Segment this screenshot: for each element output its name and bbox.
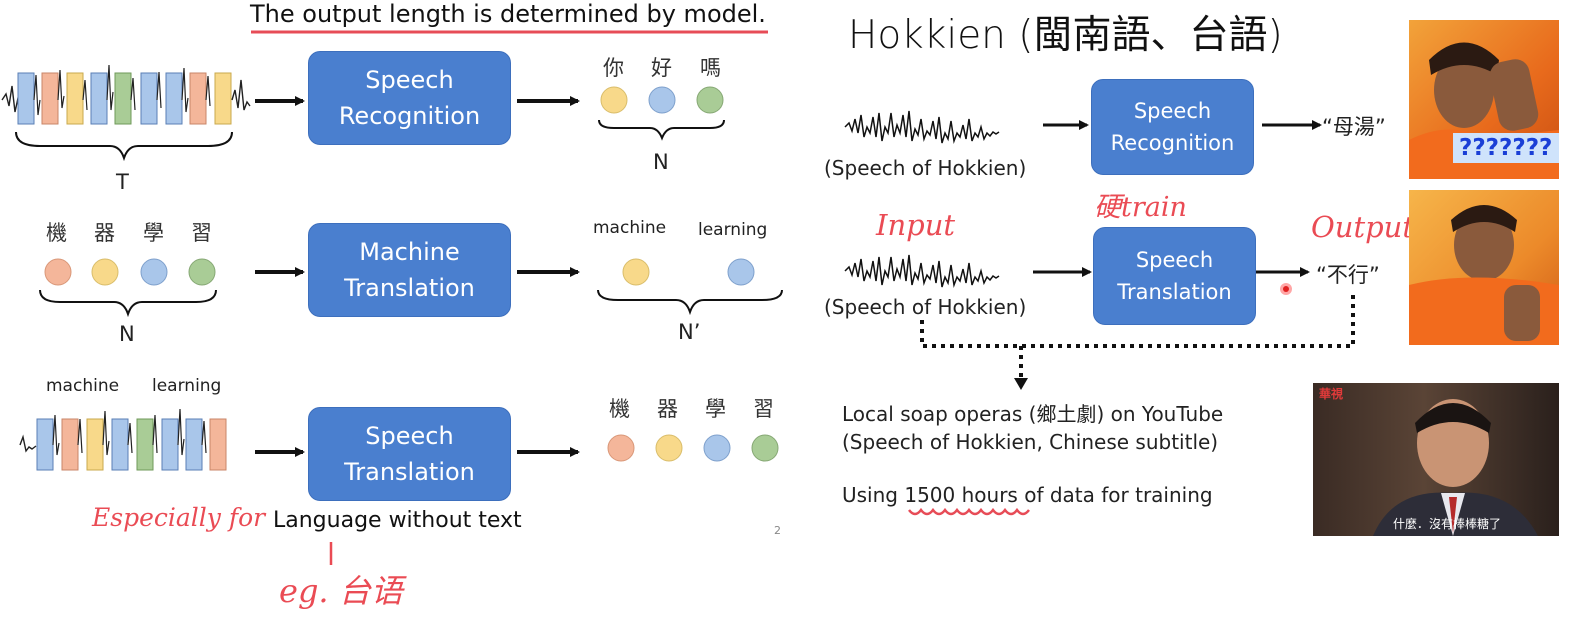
row3-output-token-3 [703, 434, 731, 462]
annotation-eg-taiwanese: eg. 台语 [279, 572, 403, 610]
notes-training-post: of data for training [1017, 483, 1213, 507]
row2-output-brace [597, 289, 783, 316]
row1-output-char-1: 你 [603, 56, 624, 80]
speech-translation-label-1: Speech [365, 422, 454, 450]
machine-translation-label-2: Translation [344, 274, 475, 302]
dotted-connector [920, 295, 1355, 378]
row3-output-token-4 [751, 434, 779, 462]
row1-output-token-3 [696, 86, 724, 114]
row3-output-char-4: 習 [753, 397, 774, 421]
tv-subtitle: 什麼．沒有棒棒糖了 [1393, 517, 1502, 531]
drake-approve-figure [1409, 205, 1559, 345]
row1-output-char-2: 好 [651, 56, 672, 80]
row2-output-word-1: machine [593, 218, 667, 238]
notes-training-hours: 1500 hours [904, 483, 1018, 507]
page-number-left: 2 [774, 524, 781, 537]
machine-translation-label-1: Machine [359, 238, 460, 266]
hokkien-row2-speech-label: (Speech of Hokkien) [824, 295, 1027, 319]
row3-output-char-2: 器 [657, 397, 678, 421]
annotation-input: Input [876, 208, 956, 242]
row3-output-token-2 [655, 434, 683, 462]
row1-output-length-label: N [653, 150, 669, 174]
row3-output-char-1: 機 [609, 397, 630, 421]
tv-soap-opera-still: 華視 什麼．沒有棒棒糖了 [1313, 383, 1559, 536]
row1-input-length-label: T [116, 170, 129, 194]
row2-input-token-3 [140, 258, 168, 286]
notes-soap-operas: Local soap operas (鄉土劇) on YouTube [842, 402, 1224, 426]
hokkien-row1-output: “母湯” [1322, 115, 1386, 139]
notes-subtitle: (Speech of Hokkien, Chinese subtitle) [842, 430, 1219, 454]
meme-drake-reject: ??????? . [1409, 20, 1559, 179]
row3-input-word-2: learning [152, 376, 222, 396]
row2-input-char-3: 學 [143, 221, 164, 245]
row2-output-word-2: learning [698, 220, 768, 240]
speech-recognition-box: Speech Recognition [308, 51, 511, 145]
notes-training-data: Using 1500 hours of data for training [842, 483, 1213, 507]
row2-input-char-4: 習 [191, 221, 212, 245]
row1-input-brace [15, 131, 233, 162]
row2-input-token-4 [188, 258, 216, 286]
speech-translation-box: Speech Translation [308, 407, 511, 501]
right-row2-waveform [844, 254, 1000, 288]
annotation-especially-for: Especially for [92, 503, 266, 532]
hokkien-sr-label-2: Recognition [1110, 131, 1235, 155]
row1-output-char-3: 嗎 [700, 56, 721, 80]
speech-recognition-label-1: Speech [365, 66, 454, 94]
hokkien-st-label-1: Speech [1135, 248, 1214, 272]
hokkien-speech-translation-box: Speech Translation [1093, 227, 1256, 325]
row1-output-brace [598, 119, 725, 141]
footer-language-without-text: Language without text [273, 508, 522, 533]
row3-input-word-1: machine [46, 376, 120, 396]
row2-output-length-label: N’ [678, 320, 701, 344]
left-header: The output length is determined by model… [250, 0, 766, 28]
hokkien-title: Hokkien (閩南語、台語) [848, 13, 1283, 58]
row1-waveform [1, 64, 251, 125]
tv-channel-logo: 華視 [1319, 387, 1344, 401]
meme-drake-approve [1409, 190, 1559, 345]
row2-input-char-1: 機 [46, 221, 67, 245]
row2-input-length-label: N [119, 322, 135, 346]
hokkien-row2-output: “不行” [1316, 263, 1380, 287]
row1-output-token-2 [648, 86, 676, 114]
row2-output-token-1 [622, 258, 650, 286]
hokkien-row1-speech-label: (Speech of Hokkien) [824, 156, 1027, 180]
row2-output-token-2 [727, 258, 755, 286]
row2-input-token-2 [91, 258, 119, 286]
notes-training-pre: Using [842, 483, 905, 507]
annotation-hard-train: 硬train [1094, 192, 1187, 223]
row1-output-token-1 [600, 86, 628, 114]
annotation-output: Output [1311, 210, 1415, 244]
hokkien-st-label-2: Translation [1117, 280, 1232, 304]
row2-input-char-2: 器 [94, 221, 115, 245]
row3-waveform [19, 408, 227, 471]
row2-input-brace [39, 289, 217, 318]
meme-question-caption: ??????? . [1453, 133, 1559, 179]
speech-recognition-label-2: Recognition [338, 102, 481, 130]
right-row1-waveform [844, 110, 1000, 144]
hokkien-speech-recognition-box: Speech Recognition [1091, 79, 1254, 175]
wavy-underline-1500-hours [908, 507, 1030, 516]
hokkien-sr-label-1: Speech [1133, 99, 1212, 123]
row3-output-char-3: 學 [705, 397, 726, 421]
speech-translation-label-2: Translation [344, 458, 475, 486]
tv-actor-figure [1373, 399, 1538, 536]
machine-translation-box: Machine Translation [308, 223, 511, 317]
row2-input-token-1 [44, 258, 72, 286]
row3-output-token-1 [607, 434, 635, 462]
